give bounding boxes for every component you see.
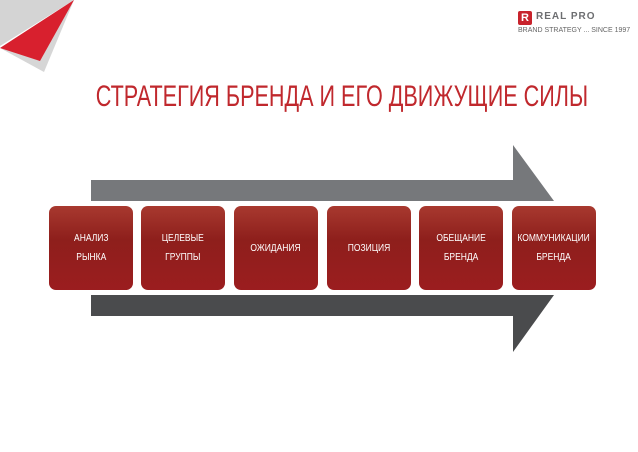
logo-name: REAL PRO bbox=[536, 11, 596, 22]
top-arrow bbox=[91, 145, 554, 201]
step-market-analysis: АНАЛИЗ РЫНКА bbox=[49, 206, 133, 290]
step-position: ПОЗИЦИЯ bbox=[327, 206, 411, 290]
logo: R REAL PRO BRAND STRATEGY ... SINCE 1997 bbox=[518, 8, 636, 38]
step-target-groups: ЦЕЛЕВЫЕ ГРУППЫ bbox=[141, 206, 225, 290]
step-brand-promise: ОБЕЩАНИЕ БРЕНДА bbox=[419, 206, 503, 290]
logo-tagline: BRAND STRATEGY ... SINCE 1997 bbox=[518, 27, 631, 34]
corner-decoration bbox=[0, 0, 74, 72]
step-brand-communications: КОММУНИКАЦИИ БРЕНДА bbox=[512, 206, 596, 290]
logo-mark: R bbox=[518, 11, 532, 25]
step-expectations: ОЖИДАНИЯ bbox=[234, 206, 318, 290]
page-title: СТРАТЕГИЯ БРЕНДА И ЕГО ДВИЖУЩИЕ СИЛЫ bbox=[95, 80, 589, 113]
bottom-arrow bbox=[91, 295, 554, 352]
